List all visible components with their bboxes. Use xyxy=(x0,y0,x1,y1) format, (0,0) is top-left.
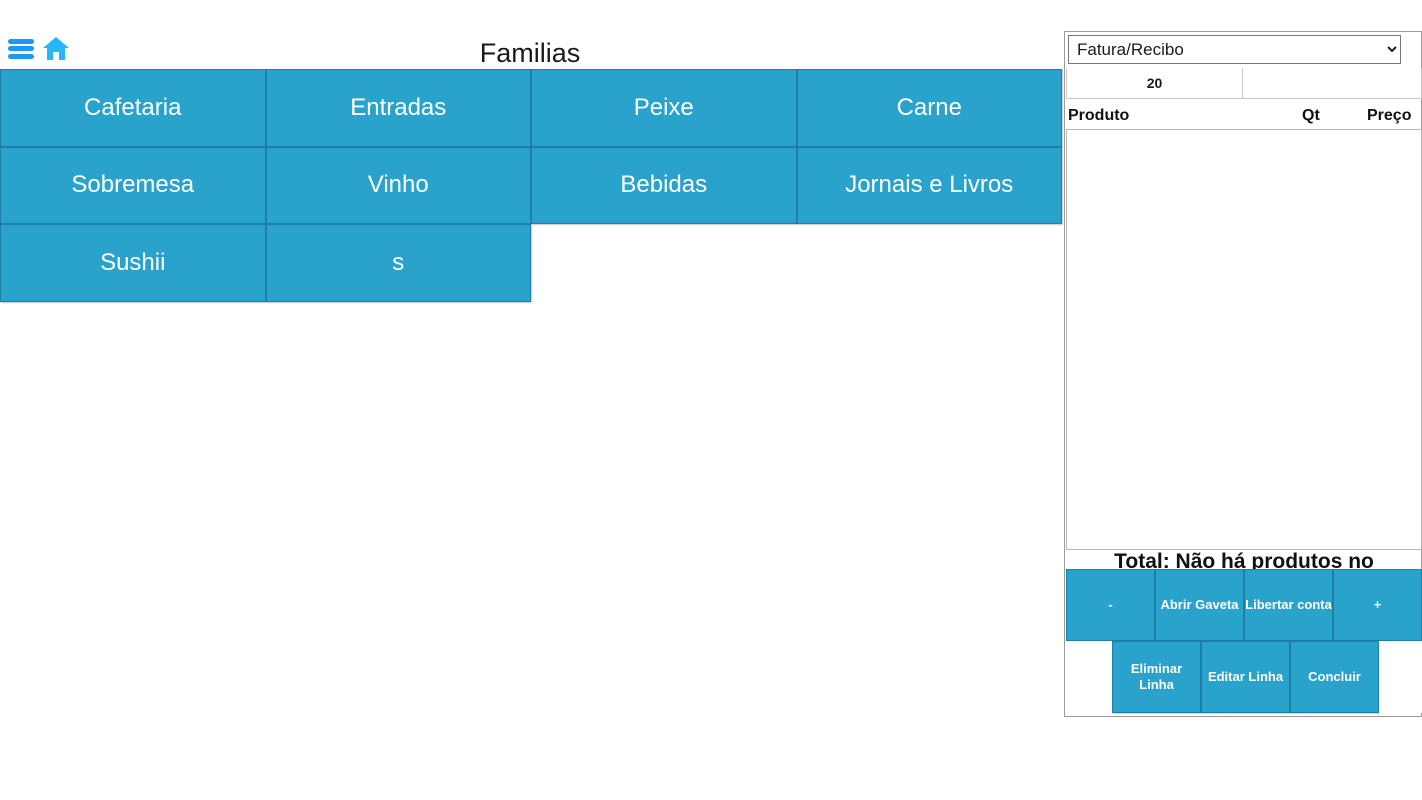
column-header-preco: Preço xyxy=(1367,107,1412,124)
family-tile-sobremesa[interactable]: Sobremesa xyxy=(0,146,266,224)
column-header-qt: Qt xyxy=(1302,107,1320,124)
family-tile-entradas[interactable]: Entradas xyxy=(265,69,531,147)
family-tile-carne[interactable]: Carne xyxy=(796,69,1062,147)
page-title: Familias xyxy=(479,38,581,68)
hamburger-bar-2 xyxy=(8,46,34,51)
order-table-body[interactable] xyxy=(1066,129,1422,550)
hamburger-bar-1 xyxy=(8,38,34,44)
family-tile-peixe[interactable]: Peixe xyxy=(531,69,797,147)
order-action-row-1: - Abrir Gaveta Libertar conta + xyxy=(1066,569,1422,641)
increment-button[interactable]: + xyxy=(1333,569,1422,641)
home-icon[interactable] xyxy=(42,36,70,61)
order-info-left-cell[interactable]: 20 xyxy=(1066,68,1243,99)
order-info-right-cell[interactable] xyxy=(1243,68,1422,99)
libertar-conta-button[interactable]: Libertar conta xyxy=(1244,569,1333,641)
family-tile-cafetaria[interactable]: Cafetaria xyxy=(0,69,266,147)
family-tile-vinho[interactable]: Vinho xyxy=(265,146,531,224)
family-tile-grid: Cafetaria Entradas Peixe Carne Sobremesa… xyxy=(0,69,1062,302)
decrement-button[interactable]: - xyxy=(1066,569,1155,641)
abrir-gaveta-button[interactable]: Abrir Gaveta xyxy=(1155,569,1244,641)
order-total-text: Total: Não há produtos no xyxy=(1114,550,1374,573)
app-header: Familias xyxy=(0,0,1060,70)
hamburger-menu-icon[interactable] xyxy=(8,38,34,60)
action-spacer-left xyxy=(1066,641,1112,713)
family-tile-bebidas[interactable]: Bebidas xyxy=(531,146,797,224)
order-action-row-2: Eliminar Linha Editar Linha Concluir xyxy=(1066,641,1422,713)
document-type-select[interactable]: Fatura/Recibo xyxy=(1068,35,1401,64)
family-tile-s[interactable]: s xyxy=(265,224,531,302)
order-table-header: Produto Qt Preço xyxy=(1066,107,1422,128)
header-icon-group xyxy=(8,36,70,61)
order-action-grid: - Abrir Gaveta Libertar conta + Eliminar… xyxy=(1066,569,1422,713)
action-spacer-right xyxy=(1379,641,1422,713)
family-tile-sushii[interactable]: Sushii xyxy=(0,224,266,302)
column-header-produto: Produto xyxy=(1068,107,1130,124)
concluir-button[interactable]: Concluir xyxy=(1290,641,1379,713)
family-tile-jornais-e-livros[interactable]: Jornais e Livros xyxy=(796,146,1062,224)
order-panel: Fatura/Recibo 20 Produto Qt Preço Total:… xyxy=(1064,31,1422,717)
editar-linha-button[interactable]: Editar Linha xyxy=(1201,641,1290,713)
eliminar-linha-button[interactable]: Eliminar Linha xyxy=(1112,641,1201,713)
order-info-row: 20 xyxy=(1066,68,1422,99)
hamburger-bar-3 xyxy=(8,53,34,59)
